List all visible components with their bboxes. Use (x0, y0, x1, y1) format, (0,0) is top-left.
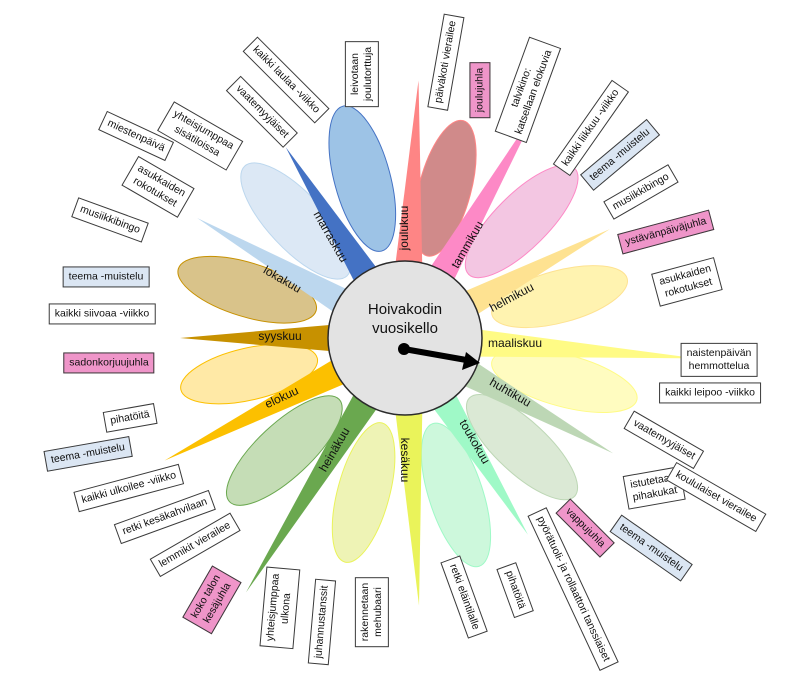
event-box: rakennetaan mehubaari (354, 576, 390, 648)
month-spike-7 (246, 379, 387, 593)
event-box: teema -muistelu (62, 266, 150, 288)
event-box: yhteisjumppaa ulkona (259, 566, 301, 650)
month-spike-4 (448, 353, 614, 454)
month-spike-10 (197, 218, 362, 322)
month-spike-11 (285, 147, 387, 297)
event-box: kaikki siivoaa -viikko (48, 303, 156, 325)
month-petals (177, 105, 638, 568)
petal (180, 343, 319, 405)
month-spike-6 (393, 395, 423, 606)
hub-title-line2: vuosikello (372, 320, 438, 337)
month-spike-0 (393, 80, 423, 281)
month-label: syyskuu (258, 329, 301, 343)
petal (328, 105, 397, 252)
month-spikes (164, 80, 697, 606)
hub-circle (327, 260, 483, 416)
month-spike-9 (180, 323, 347, 353)
petal (465, 393, 579, 501)
petal (225, 395, 343, 506)
month-spike-5 (423, 379, 528, 535)
event-box: kaikki leipoo -viikko (659, 382, 761, 404)
hub-title-line1: Hoivakodin (368, 301, 442, 318)
month-label: maaliskuu (488, 336, 542, 350)
month-spike-2 (449, 229, 610, 324)
event-box: sadonkorjuujuhla (63, 352, 155, 374)
month-label: joulukuu (397, 206, 411, 252)
petal (420, 422, 492, 568)
month-spike-3 (462, 327, 697, 359)
petal (331, 422, 396, 563)
hub: Hoivakodin vuosikello (327, 260, 483, 416)
event-box: naistenpäivän hemmottelua (680, 342, 758, 378)
clock-hand-pivot (398, 343, 410, 355)
month-label: kesäkuu (398, 438, 412, 483)
event-box: joulujuhla (469, 61, 491, 119)
clock-hand-arrowhead (462, 352, 480, 370)
event-box: leivotaan joulutorttuja (344, 40, 380, 108)
month-spike-1 (421, 105, 539, 295)
petal (491, 265, 628, 329)
clock-hand (403, 346, 473, 364)
petal (177, 255, 318, 324)
month-spike-8 (164, 351, 360, 461)
